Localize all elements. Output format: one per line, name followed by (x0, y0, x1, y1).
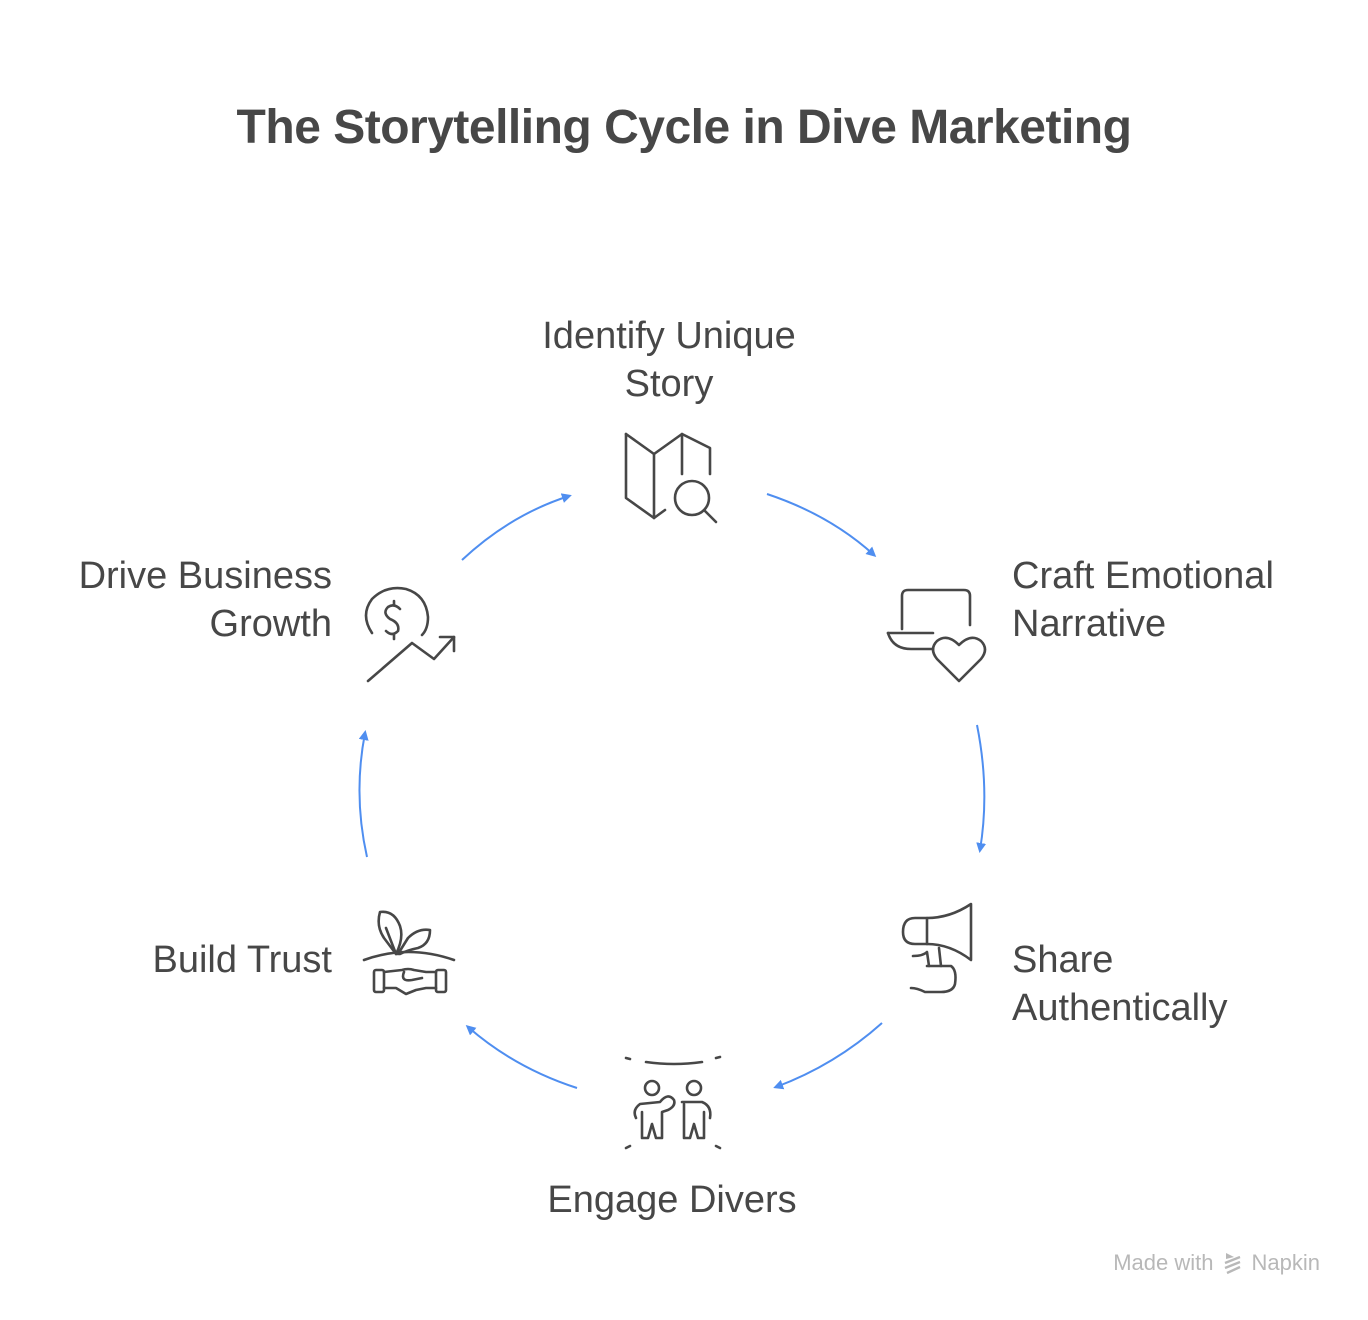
napkin-logo-icon (1224, 1253, 1241, 1275)
arrow-6-to-1 (461, 493, 572, 561)
diagram-title: The Storytelling Cycle in Dive Marketing (236, 101, 1132, 154)
arrow-4-to-5 (465, 1025, 578, 1089)
map-search-icon (620, 430, 720, 530)
arrow-5-to-6 (358, 730, 369, 858)
arrow-2-to-3 (976, 724, 987, 853)
arrow-1-to-2 (766, 493, 877, 558)
megaphone-icon (895, 900, 977, 998)
laptop-heart-icon (885, 585, 987, 685)
people-group-icon (622, 1052, 722, 1152)
step-label-drive-business-growth: Drive Business Growth (78, 555, 332, 645)
step-label-share-authentically: Share Authentically (1012, 939, 1228, 1029)
arrow-3-to-4 (773, 1022, 883, 1090)
step-label-engage-divers: Engage Divers (547, 1179, 797, 1221)
dollar-growth-icon (360, 585, 460, 685)
napkin-watermark: Made with Napkin (1113, 1250, 1320, 1275)
step-label-craft-emotional-narrative: Craft Emotional Narrative (1012, 555, 1274, 645)
handshake-plant-icon (360, 898, 460, 998)
step-label-identify-unique-story: Identify Unique Story (542, 315, 796, 405)
step-label-build-trust: Build Trust (152, 939, 332, 981)
